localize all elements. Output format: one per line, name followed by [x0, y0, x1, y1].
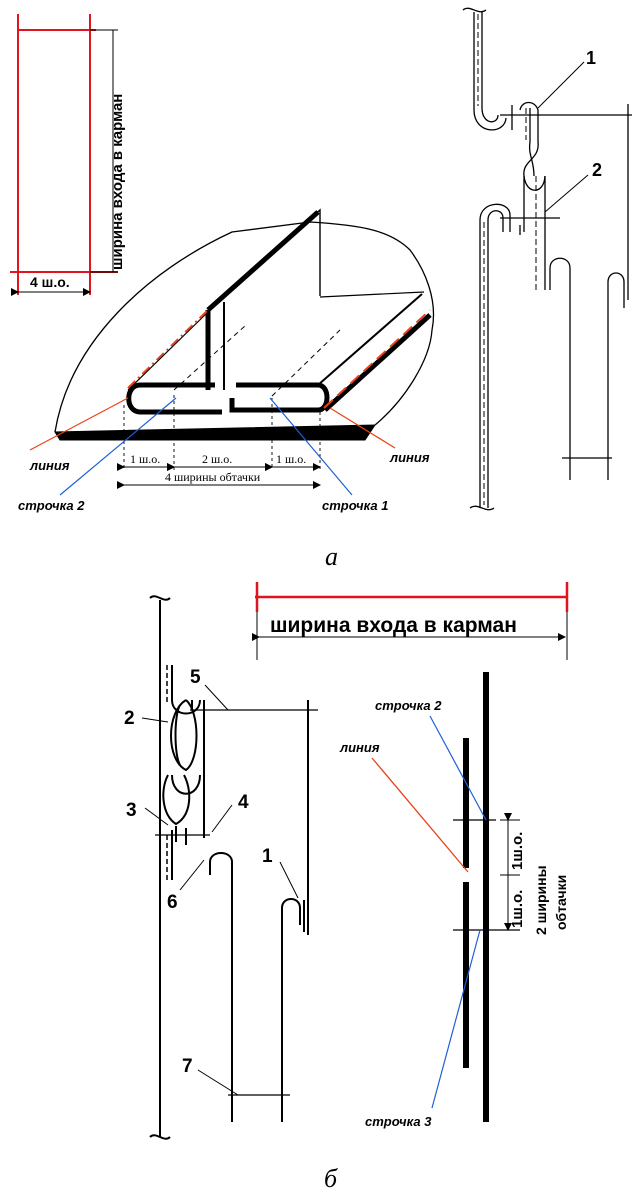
leader-line-b [371, 757, 469, 873]
pocket-width-dim-b [252, 582, 569, 660]
section-number: 2 [592, 160, 602, 180]
cross-section-a [462, 7, 632, 511]
dim-2-label: 2 ш.о. [202, 452, 232, 466]
section-number: 4 [238, 792, 249, 813]
plan-view-b [453, 672, 520, 1122]
marking-line-left [127, 309, 209, 389]
section-number: 7 [182, 1056, 193, 1077]
plan-dim-total-2: обтачки [553, 875, 569, 930]
leader-line-left [29, 397, 129, 451]
label-line-right: линия [389, 450, 430, 465]
vertical-dimension-label: ширина входа в карман [109, 94, 126, 270]
width-dimension-label: 4 ш.о. [30, 274, 70, 290]
plan-label-line: линия [339, 740, 380, 755]
pocket-opening-rect [10, 14, 118, 296]
panel-caption: б [324, 1164, 338, 1193]
label-line-left: линия [29, 458, 70, 473]
section-number: 3 [126, 800, 137, 821]
section-number: 2 [124, 708, 135, 729]
leader-stitch-3-b [431, 929, 481, 1109]
label-stitch-1: строчка 1 [322, 498, 388, 513]
section-number: 6 [167, 892, 178, 913]
leader-stitch-1 [269, 397, 353, 496]
marking-line-right [323, 309, 431, 409]
dim-1-label: 1 ш.о. [130, 452, 160, 466]
plan-label-stitch-2: строчка 2 [375, 698, 442, 713]
leader-num-2-a [544, 174, 589, 213]
label-stitch-2: строчка 2 [18, 498, 85, 513]
leader-line-right [329, 407, 396, 449]
dim-3-label: 1 ш.о. [276, 452, 306, 466]
leader-stitch-2 [59, 397, 177, 496]
top-dimension-label: ширина входа в карман [270, 614, 517, 637]
plan-label-stitch-3: строчка 3 [365, 1114, 432, 1129]
plan-dim-b: 1ш.о. [509, 832, 526, 870]
fold-dimensions [117, 463, 321, 489]
folded-piece [54, 208, 435, 470]
plan-dim-a: 1ш.о. [509, 890, 526, 928]
leader-num-1-a [537, 61, 585, 109]
section-number: 5 [190, 667, 201, 688]
leader-stitch-2-b [429, 715, 487, 821]
section-number: 1 [262, 846, 273, 867]
panel-caption: а [325, 542, 338, 571]
plan-dim-total-1: 2 ширины [533, 865, 549, 935]
number-leaders-b [141, 684, 299, 1096]
section-number: 1 [586, 48, 596, 68]
dim-total-label: 4 ширины обтачки [165, 470, 261, 484]
cross-section-b [149, 595, 318, 1140]
